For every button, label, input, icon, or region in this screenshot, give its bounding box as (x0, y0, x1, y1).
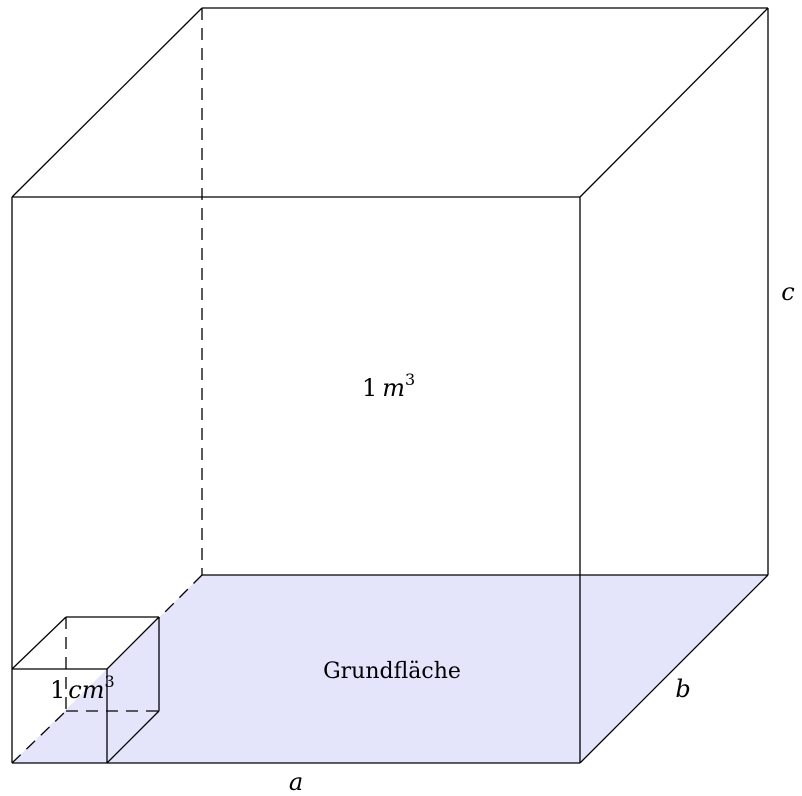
small-cube-volume-exponent: 3 (104, 672, 114, 691)
edge-label-c: c (781, 278, 794, 306)
large-cube-volume-unit: m (382, 374, 405, 402)
small-cube-hidden-bottom-diagonal (11, 710, 67, 764)
edge-label-b: b (675, 675, 690, 703)
small-cube-bottom-right-diagonal (106, 710, 160, 764)
edge-label-a: a (289, 768, 303, 796)
base-area (12, 575, 768, 763)
small-cube (11, 616, 160, 764)
small-cube-volume-unit: cm (68, 676, 104, 704)
large-cube-hidden-back-bottom-edge-left (158, 574, 203, 619)
large-cube-bottom-right-diagonal (579, 574, 769, 764)
small-cube-top-left-diagonal (11, 616, 67, 670)
large-cube-top-left-diagonal (11, 7, 203, 198)
large-cube (11, 7, 769, 764)
large-cube-top-right-diagonal (579, 7, 769, 198)
large-cube-volume-number: 1 (362, 374, 377, 402)
large-cube-volume-exponent: 3 (405, 370, 415, 389)
base-area-label: Grundfläche (323, 659, 461, 684)
small-cube-volume-number: 1 (50, 676, 65, 704)
small-cube-top-right-diagonal (106, 616, 160, 670)
